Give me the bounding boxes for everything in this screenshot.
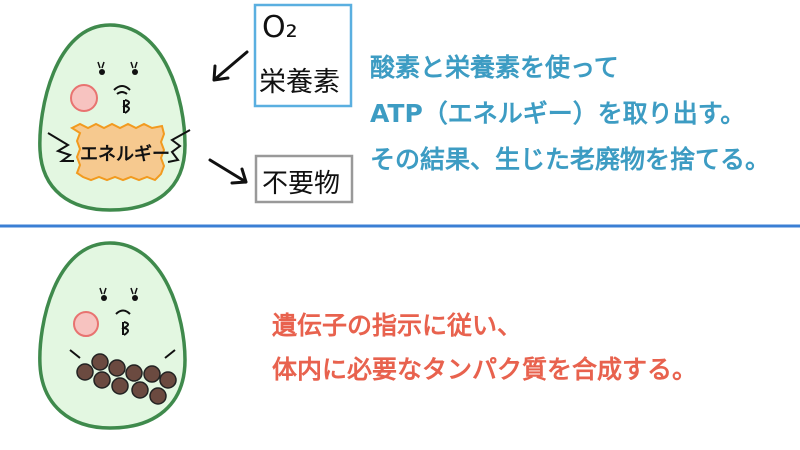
arrow-out-icon [208, 158, 248, 185]
waste-label: 不要物 [262, 169, 341, 199]
energy-label: エネルギー [80, 144, 170, 165]
energy-badge [47, 122, 191, 182]
waste-box-frame [254, 154, 354, 204]
top-description-line-2: ATP（エネルギー）を取り出す。 [370, 99, 746, 128]
oxygen-label: O₂ [262, 10, 298, 45]
nutrients-label: 栄養素 [259, 67, 340, 98]
protein-chain [76, 353, 177, 405]
top-description-line-3: その結果、生じた老廃物を捨てる。 [370, 145, 771, 174]
bottom-description-line-1: 遺伝子の指示に従い、 [272, 311, 523, 340]
top-description-line-1: 酸素と栄養素を使って [370, 53, 619, 82]
cell-character-top [38, 23, 187, 212]
bottom-description-line-2: 体内に必要なタンパク質を合成する。 [272, 355, 698, 384]
inputs-box-frame [253, 3, 353, 108]
arrow-in-icon [212, 50, 249, 82]
